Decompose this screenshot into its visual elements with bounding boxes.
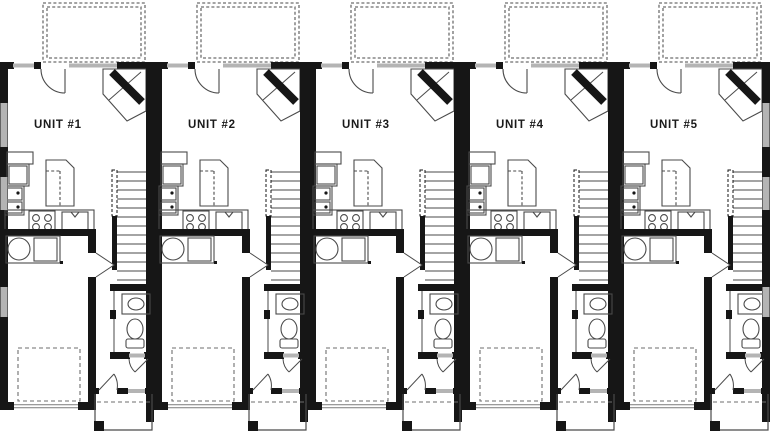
unit-label-3: UNIT #3 bbox=[342, 119, 390, 131]
unit-label-4: UNIT #4 bbox=[496, 119, 544, 131]
unit-4-plan bbox=[462, 3, 616, 431]
unit-3-plan bbox=[308, 3, 462, 431]
unit-label-1: UNIT #1 bbox=[34, 119, 82, 131]
unit-label-2: UNIT #2 bbox=[188, 119, 236, 131]
unit-2-plan bbox=[154, 3, 308, 431]
unit-1-plan bbox=[0, 3, 154, 431]
unit-5-plan bbox=[616, 3, 770, 431]
end-wall-windows bbox=[0, 103, 770, 317]
unit-label-5: UNIT #5 bbox=[650, 119, 698, 131]
